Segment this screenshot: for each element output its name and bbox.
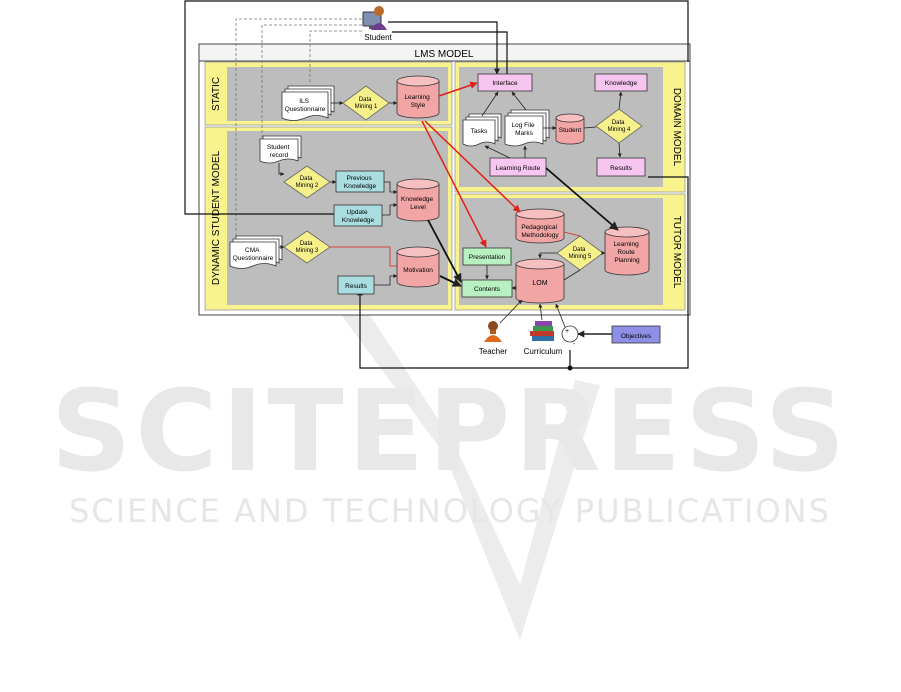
feedback-loop-lines bbox=[184, 0, 689, 369]
svg-text:Log File Marks: Log File Marks bbox=[512, 122, 537, 137]
ils-questionnaire-label: ILS Questionnaire bbox=[285, 98, 326, 113]
watermark-subtitle: SCIENCE AND TECHNOLOGY PUBLICATIONS bbox=[69, 492, 831, 530]
svg-text:CMA Questionnaire: CMA Questionnaire bbox=[233, 247, 274, 262]
svg-text:Update Knowledge: Update Knowledge bbox=[342, 209, 375, 224]
loop-junction-dot bbox=[567, 365, 573, 371]
summing-junction: + - bbox=[561, 325, 579, 348]
tutor-model-label: TUTOR MODEL bbox=[671, 216, 682, 289]
lom-db: LOM bbox=[515, 258, 565, 304]
log-file-marks-doc: Log File Marks bbox=[504, 109, 550, 147]
presentation-box: Presentation bbox=[462, 247, 512, 266]
update-knowledge-box: Update Knowledge bbox=[333, 204, 383, 227]
svg-text:Objectives: Objectives bbox=[621, 333, 652, 340]
tutor-edges bbox=[485, 231, 606, 290]
data-mining-4-node: Data Mining 4 bbox=[595, 108, 643, 144]
svg-text:Pedagogical Methodology: Pedagogical Methodology bbox=[521, 224, 559, 239]
contents-box: Contents bbox=[461, 279, 513, 298]
curriculum-label: Curriculum bbox=[524, 347, 563, 356]
svg-text:Student: Student bbox=[559, 127, 582, 134]
red-influence-arrows bbox=[421, 81, 521, 248]
bottom-edges bbox=[499, 299, 612, 338]
svg-text:Learning Route Pla: Learning Route Planning bbox=[613, 241, 640, 264]
learning-route-planning-db: Learning Route Planning bbox=[604, 226, 650, 276]
results-student-box: Results bbox=[337, 275, 375, 295]
svg-text:Data Mining 5: Data Mining 5 bbox=[569, 247, 592, 260]
svg-text:+: + bbox=[565, 328, 569, 335]
cma-questionnaire-doc: CMA Questionnaire bbox=[229, 235, 283, 269]
edge-record-dm2 bbox=[278, 163, 285, 176]
svg-text:Motivation: Motivation bbox=[403, 267, 433, 274]
student-db: Student bbox=[555, 113, 585, 145]
edge-update-level bbox=[382, 203, 398, 216]
student-record-doc: Student record bbox=[259, 135, 302, 164]
svg-text:Contents: Contents bbox=[474, 286, 501, 293]
tasks-doc: Tasks bbox=[462, 113, 502, 147]
svg-text:Knowledge Level: Knowledge Level bbox=[401, 196, 435, 211]
svg-text:LOM: LOM bbox=[532, 280, 547, 287]
pedagogical-methodology-db: Pedagogical Methodology bbox=[515, 208, 565, 244]
heavy-black-arrows bbox=[427, 167, 619, 287]
svg-text:Presentation: Presentation bbox=[469, 254, 506, 261]
teacher-label: Teacher bbox=[479, 347, 508, 356]
domain-model-label: DOMAIN MODEL bbox=[671, 88, 682, 167]
svg-text:Data Mining 2: Data Mining 2 bbox=[296, 176, 319, 189]
svg-text:Data Mining 3: Data Mining 3 bbox=[296, 241, 319, 254]
svg-text:Learning Route: Learning Route bbox=[496, 165, 541, 172]
svg-text:Interface: Interface bbox=[492, 80, 518, 87]
static-label: STATIC bbox=[211, 77, 222, 111]
motivation-db: Motivation bbox=[396, 246, 440, 288]
svg-text:Data Mining 4: Data Mining 4 bbox=[608, 120, 631, 133]
student-label: Student bbox=[364, 33, 392, 42]
learning-route-box: Learning Route bbox=[489, 157, 547, 177]
edge-dm3-motivation bbox=[330, 246, 397, 267]
svg-text:Results: Results bbox=[610, 165, 632, 172]
svg-text:Learning Style: Learning Style bbox=[404, 94, 431, 109]
domain-edges bbox=[481, 91, 623, 159]
svg-text:Student record: Student record bbox=[267, 144, 291, 159]
ils-questionnaire-doc: ILS Questionnaire bbox=[281, 85, 335, 121]
edge-results-motivation bbox=[374, 274, 398, 286]
svg-text:Tasks: Tasks bbox=[471, 128, 488, 135]
watermark: SCITEPRESS SCIENCE AND TECHNOLOGY PUBLIC… bbox=[51, 300, 850, 640]
knowledge-level-db: Knowledge Level bbox=[396, 178, 440, 222]
learning-style-db: Learning Style bbox=[396, 75, 440, 119]
student-dashed-links bbox=[235, 18, 362, 238]
dynamic-student-model-label: DYNAMIC STUDENT MODEL bbox=[211, 150, 222, 285]
svg-text:Previous Knowledge: Previous Knowledge bbox=[344, 175, 377, 190]
teacher-icon bbox=[484, 321, 502, 342]
data-mining-3-node: Data Mining 3 bbox=[283, 230, 331, 264]
data-mining-1-node: Data Mining 1 bbox=[342, 85, 390, 121]
watermark-swoosh bbox=[330, 300, 600, 640]
interface-box[interactable]: Interface bbox=[477, 73, 533, 92]
previous-knowledge-box: Previous Knowledge bbox=[335, 170, 385, 193]
results-domain-box: Results bbox=[596, 157, 646, 177]
data-mining-2-node: Data Mining 2 bbox=[283, 165, 331, 199]
svg-text:Results: Results bbox=[345, 283, 367, 290]
student-user-icon bbox=[362, 6, 387, 30]
edge-prev-level bbox=[384, 181, 398, 194]
svg-text:Data Mining 1: Data Mining 1 bbox=[355, 97, 378, 110]
curriculum-books-icon bbox=[530, 321, 554, 341]
knowledge-domain-box: Knowledge bbox=[594, 73, 648, 92]
lms-model-header bbox=[198, 43, 691, 62]
watermark-title: SCITEPRESS bbox=[51, 367, 850, 497]
svg-text:Knowledge: Knowledge bbox=[605, 80, 638, 87]
svg-text:-: - bbox=[573, 341, 576, 348]
lms-model-title: LMS MODEL bbox=[415, 49, 474, 60]
objectives-box: Objectives bbox=[611, 325, 661, 344]
